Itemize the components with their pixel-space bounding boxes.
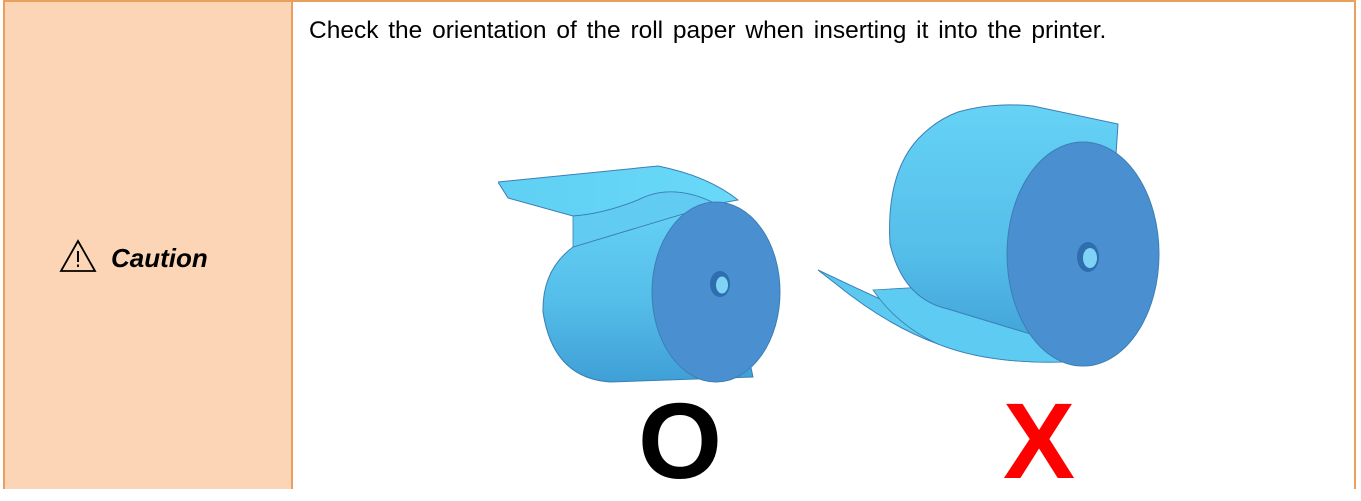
wrong-mark: X bbox=[1003, 380, 1076, 501]
roll-paper-correct-illustration bbox=[498, 165, 781, 383]
instruction-text: Check the orientation of the roll paper … bbox=[309, 17, 1107, 44]
caution-table: Caution Check the orientation of the rol… bbox=[3, 0, 1356, 495]
warning-triangle-icon bbox=[59, 239, 97, 272]
caution-text: Caution bbox=[111, 242, 208, 273]
content-cell: Check the orientation of the roll paper … bbox=[293, 2, 1354, 495]
caution-label-cell: Caution bbox=[5, 2, 293, 489]
correct-mark: O bbox=[638, 380, 723, 501]
caution-label: Caution bbox=[59, 239, 208, 273]
roll-paper-wrong-illustration bbox=[818, 104, 1160, 367]
